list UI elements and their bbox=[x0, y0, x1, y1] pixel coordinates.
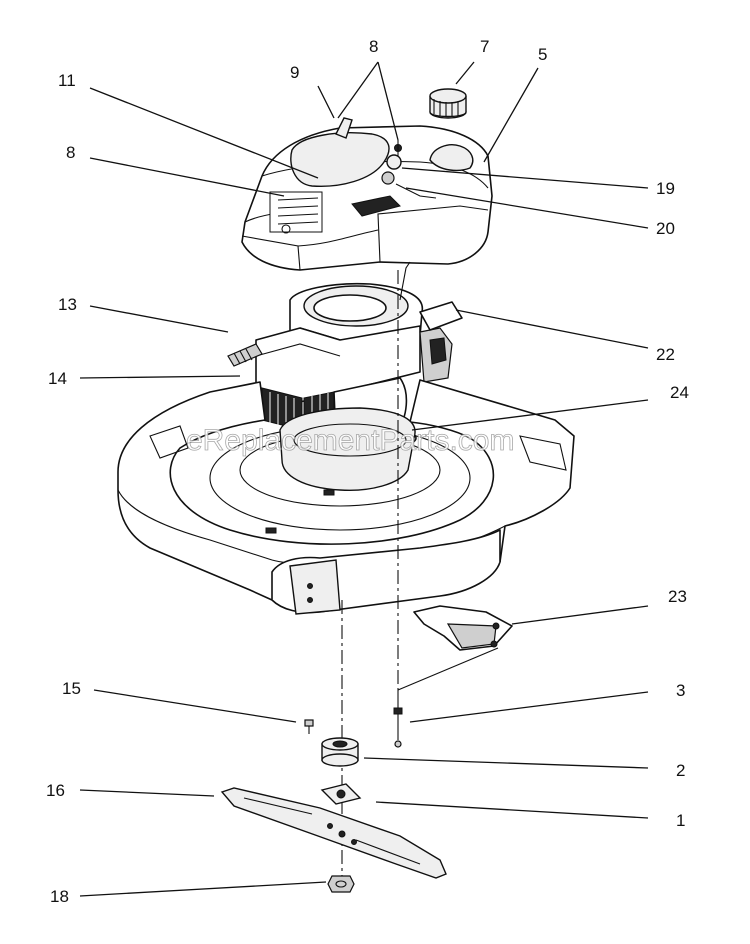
callout-18: 18 bbox=[50, 887, 69, 906]
spark-plug bbox=[227, 343, 263, 367]
small-bolt bbox=[304, 719, 314, 734]
callout-8-left: 8 bbox=[66, 143, 75, 162]
blade bbox=[220, 787, 447, 879]
mower-deck bbox=[117, 379, 575, 615]
callout-9: 9 bbox=[290, 63, 299, 82]
callout-23: 23 bbox=[668, 587, 687, 606]
callout-labels: 8 7 5 9 11 8 19 20 13 22 14 24 23 15 3 2… bbox=[46, 37, 689, 906]
deflector bbox=[413, 605, 513, 651]
callout-14: 14 bbox=[48, 369, 67, 388]
callout-7: 7 bbox=[480, 37, 489, 56]
gas-cap bbox=[429, 88, 467, 119]
callout-19: 19 bbox=[656, 179, 675, 198]
callout-5: 5 bbox=[538, 45, 547, 64]
blade-adapter bbox=[321, 737, 359, 767]
leader-lines bbox=[79, 61, 649, 897]
engine-shroud bbox=[241, 117, 493, 271]
callout-24: 24 bbox=[670, 383, 689, 402]
callout-13: 13 bbox=[58, 295, 77, 314]
callout-11: 11 bbox=[58, 71, 76, 90]
blade-plate bbox=[320, 783, 362, 805]
callout-2: 2 bbox=[676, 761, 685, 780]
callout-16: 16 bbox=[46, 781, 65, 800]
callout-20: 20 bbox=[656, 219, 675, 238]
callout-22: 22 bbox=[656, 345, 675, 364]
nut bbox=[327, 875, 355, 893]
callout-1: 1 bbox=[676, 811, 685, 830]
callout-3: 3 bbox=[676, 681, 685, 700]
callout-15: 15 bbox=[62, 679, 81, 698]
callout-8-top: 8 bbox=[369, 37, 378, 56]
bolt bbox=[393, 707, 403, 748]
watermark: eReplacementParts.com bbox=[186, 424, 514, 457]
